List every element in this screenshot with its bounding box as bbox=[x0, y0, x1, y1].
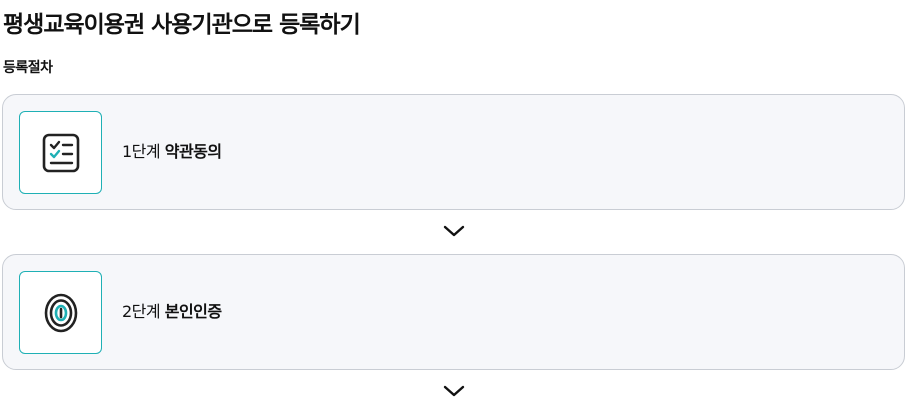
step-title: 2단계 본인인증 bbox=[122, 299, 222, 325]
section-label: 등록절차 bbox=[3, 60, 53, 76]
step-name: 본인인증 bbox=[164, 302, 222, 321]
step-icon-box bbox=[19, 271, 102, 354]
step-card-verification: 2단계 본인인증 bbox=[2, 254, 905, 370]
step-title: 1단계 약관동의 bbox=[122, 139, 222, 165]
step-number: 2단계 bbox=[122, 302, 161, 321]
step-name: 약관동의 bbox=[164, 142, 222, 161]
chevron-down-icon bbox=[443, 225, 465, 237]
chevron-down-icon bbox=[443, 385, 465, 397]
checklist-icon bbox=[42, 133, 79, 172]
step-card-terms: 1단계 약관동의 bbox=[2, 94, 905, 210]
step-icon-box bbox=[19, 111, 102, 194]
page-title: 평생교육이용권 사용기관으로 등록하기 bbox=[3, 12, 361, 38]
fingerprint-icon bbox=[44, 293, 77, 332]
step-number: 1단계 bbox=[122, 142, 161, 161]
